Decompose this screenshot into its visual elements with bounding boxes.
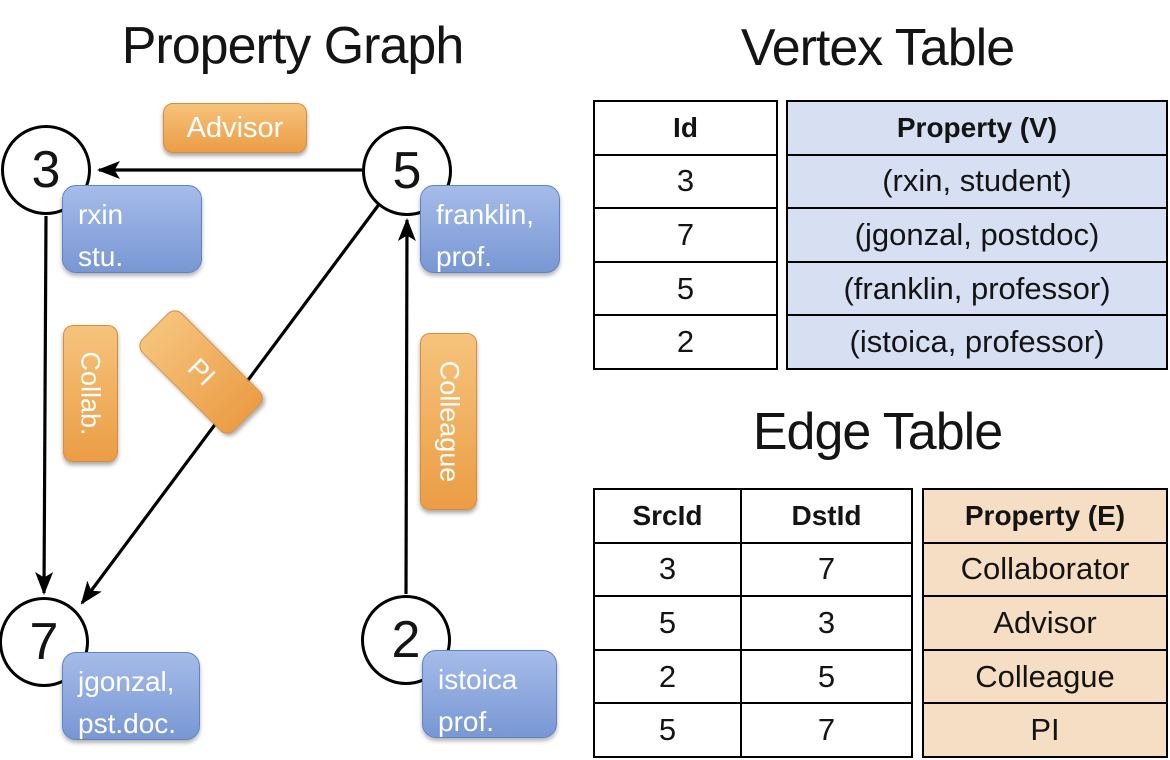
vertex-id: 7: [29, 613, 59, 671]
vertex-node-5: 5: [362, 126, 452, 216]
vertex-table-property-column: Property (V) (rxin, student) (jgonzal, p…: [786, 100, 1168, 370]
edge-table-property-column: Property (E) Collaborator Advisor Collea…: [922, 488, 1168, 758]
vertex-prop-box-2: istoica prof.: [422, 650, 557, 738]
edge-label-advisor: Advisor: [163, 103, 307, 153]
edge-table-id-columns: SrcId DstId 3 7 5 3 2 5 5 7: [593, 488, 913, 758]
edge-label-text: PI: [181, 352, 221, 392]
column-header: Property (V): [896, 111, 1058, 143]
table-row: 7: [595, 207, 776, 261]
vertex-prop-box-5: franklin, prof.: [420, 185, 560, 273]
edge-label-text: Advisor: [186, 111, 284, 144]
column-header: Property (E): [964, 499, 1126, 531]
vertex-prop-line: jgonzal,: [78, 666, 175, 697]
column-header: DstId: [740, 490, 911, 542]
table-row: 2: [595, 314, 776, 368]
table-row: 3: [595, 153, 776, 208]
vertex-table-title: Vertex Table: [740, 19, 1015, 77]
table-row: Colleague: [924, 648, 1166, 703]
column-header: Id: [673, 111, 698, 143]
property-graph-title: Property Graph: [121, 17, 465, 75]
table-row: 5 3: [595, 595, 911, 649]
edge-label-text: Collab.: [76, 351, 107, 436]
table-row: 5 7: [595, 702, 911, 756]
vertex-prop-line: prof.: [436, 241, 493, 272]
table-row: (rxin, student): [788, 153, 1166, 208]
vertex-prop-line: franklin,: [436, 199, 535, 230]
vertex-prop-line: istoica: [438, 664, 518, 695]
vertex-prop-box-7: jgonzal, pst.doc.: [62, 652, 200, 740]
vertex-prop-line: rxin: [78, 199, 124, 230]
column-header: SrcId: [632, 499, 703, 531]
edge-label-collab: Collab.: [63, 325, 118, 462]
edge-label-colleague: Colleague: [420, 333, 477, 510]
edge-table-title: Edge Table: [752, 403, 1003, 461]
table-row: (jgonzal, postdoc): [788, 207, 1166, 261]
edge-arrow-2-to-5: [397, 218, 416, 595]
vertex-prop-line: prof.: [438, 706, 495, 737]
vertex-id: 3: [31, 141, 61, 199]
table-row: 5: [595, 260, 776, 315]
table-row: 3 7: [595, 541, 911, 596]
table-row: Collaborator: [924, 541, 1166, 596]
edge-arrow-3-to-7: [35, 215, 54, 595]
table-row: (franklin, professor): [788, 260, 1166, 315]
table-row: 2 5: [595, 648, 911, 703]
table-row: (istoica, professor): [788, 314, 1166, 368]
vertex-prop-line: pst.doc.: [78, 708, 177, 739]
vertex-id: 2: [391, 611, 421, 669]
vertex-id: 5: [392, 142, 422, 200]
table-row: PI: [924, 702, 1166, 756]
vertex-table-id-column: Id 3 7 5 2: [593, 100, 778, 370]
vertex-node-2: 2: [361, 595, 451, 685]
vertex-prop-box-3: rxin stu.: [62, 185, 202, 273]
table-row: Advisor: [924, 595, 1166, 649]
vertex-prop-line: stu.: [78, 241, 124, 272]
edge-label-text: Colleague: [434, 360, 464, 483]
